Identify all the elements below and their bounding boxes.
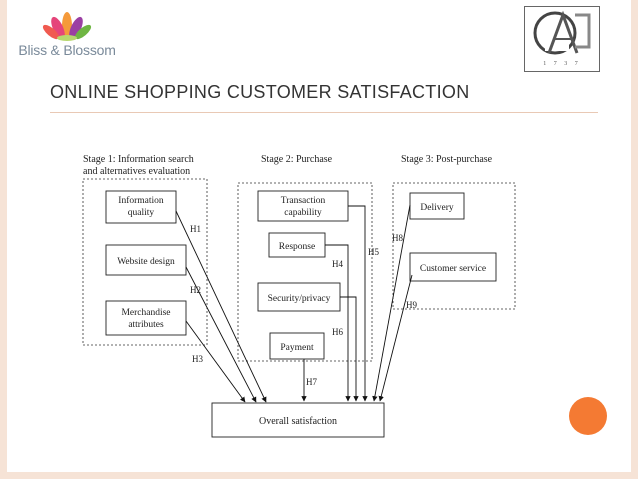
brand-logo: Bliss & Blossom [6,4,128,68]
h7-label: H7 [306,377,317,387]
brand-name: Bliss & Blossom [18,42,116,58]
website-design-box [105,244,187,276]
customer-service-box [409,252,497,282]
h3-label: H3 [192,354,203,364]
slide-title: ONLINE SHOPPING CUSTOMER SATISFACTION [50,82,470,102]
arrow-h4 [325,244,351,402]
arrow-h5 [348,205,368,402]
security-privacy-box [257,282,341,312]
overall-satisfaction-label: Overall satisfaction [259,416,337,427]
arrow-h1 [175,210,267,403]
h2-label: H2 [190,285,201,295]
stage3-container [392,182,516,310]
information-quality-label-line2: quality [128,208,155,218]
stage1-label-line2: and alternatives evaluation [83,166,190,177]
transaction-label-line1: Transaction [281,196,326,206]
orange-accent-circle [569,397,607,435]
stage2-label: Stage 2: Purchase [261,154,333,165]
h1-label: H1 [190,224,201,234]
title-divider [50,112,598,113]
stage1-label-line1: Stage 1: Information search [83,154,194,165]
slide-frame-left [0,0,7,479]
h5-label: H5 [368,247,379,257]
arrow-h2 [185,266,257,403]
delivery-box [409,192,465,220]
stage3-label: Stage 3: Post-purchase [401,154,493,165]
website-design-label: Website design [117,257,175,267]
merchandise-label-line1: Merchandise [121,308,170,318]
arrow-h8 [372,204,411,402]
overall-satisfaction-box [211,402,385,438]
payment-box [269,332,325,360]
arrow-h6 [340,296,359,402]
payment-label: Payment [280,343,314,353]
slide-frame-right [631,0,638,479]
slide-frame-bottom [0,472,638,479]
information-quality-label-line1: Information [118,195,164,206]
delivery-label: Delivery [420,203,453,213]
emblem-year: 1 7 3 7 [543,61,581,67]
satisfaction-model-diagram: Stage 1: Information search and alternat… [82,154,516,438]
merchandise-attributes-box [105,300,187,336]
arrow-h9 [378,274,413,402]
response-box [268,232,326,258]
information-quality-box [105,190,177,224]
arrow-h3 [185,320,246,403]
merchandise-label-line2: attributes [128,320,164,330]
response-label: Response [279,242,315,252]
lotus-flower-icon [42,12,92,41]
transaction-label-line2: capability [284,208,322,218]
ga-monogram-icon [533,10,591,55]
h4-label: H4 [332,259,343,269]
stage1-container [82,178,208,346]
h8-label: H8 [392,233,403,243]
h6-label: H6 [332,327,343,337]
customer-service-label: Customer service [420,264,486,274]
university-emblem: 1 7 3 7 [524,6,600,72]
h9-label: H9 [406,300,417,310]
security-label: Security/privacy [268,294,331,304]
